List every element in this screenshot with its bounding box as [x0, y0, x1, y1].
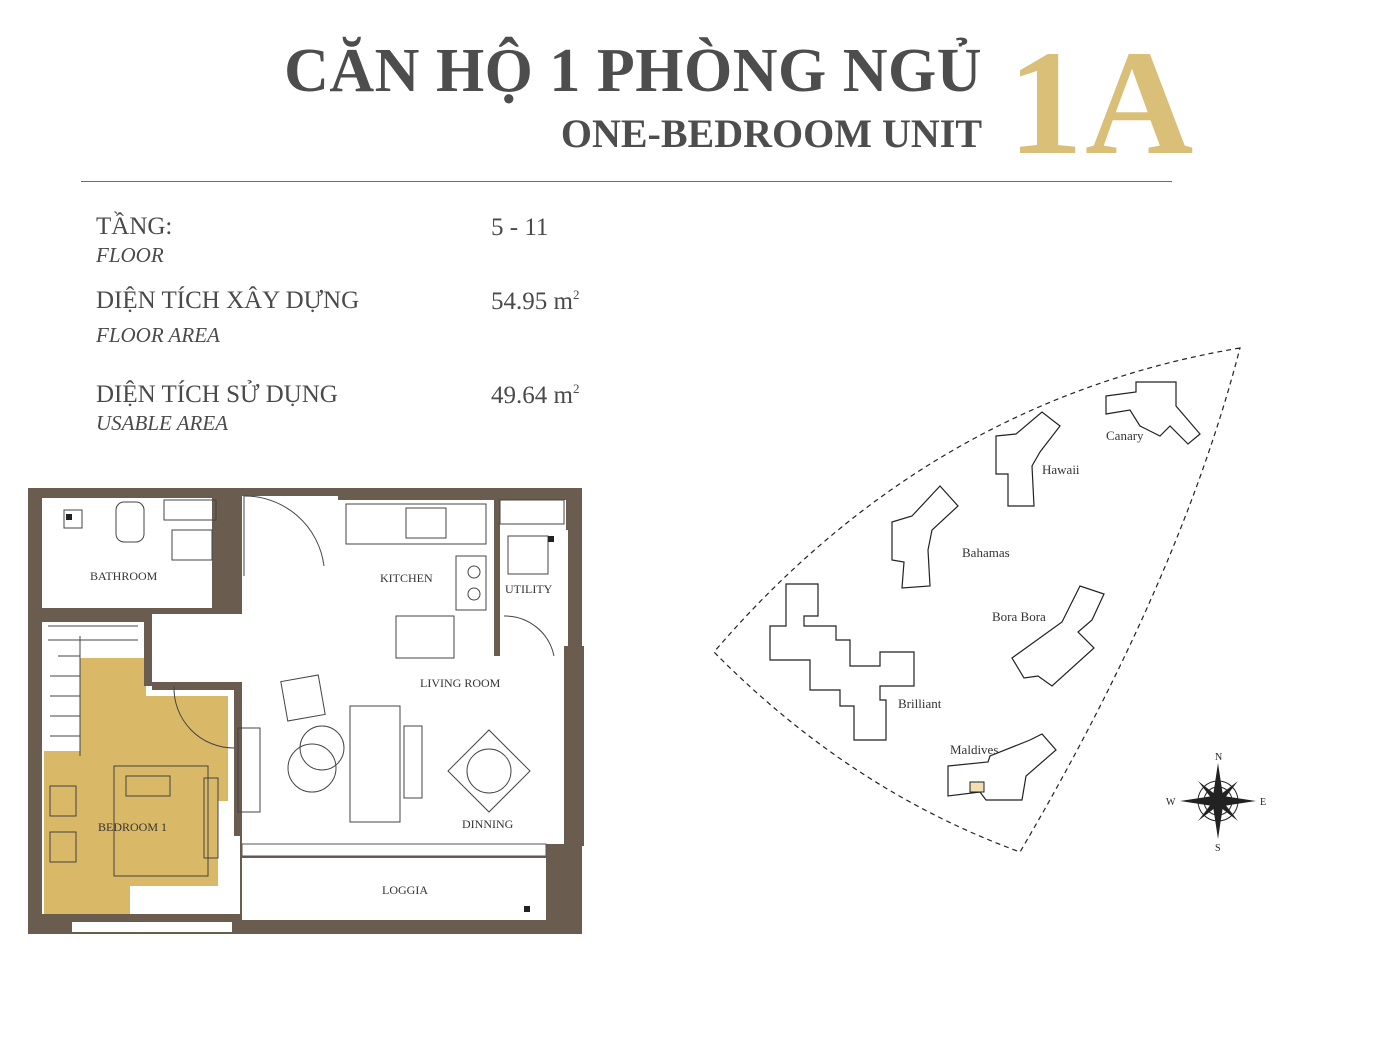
- spec-floor-value: 5 - 11: [491, 214, 549, 241]
- spec-floor-label: TẦNG:: [96, 213, 173, 240]
- floor-plan: BATHROOM KITCHEN UTILITY LIVING ROOM BED…: [28, 488, 584, 934]
- building-label-brilliant: Brilliant: [898, 696, 942, 711]
- spec-usable-area-sublabel: USABLE AREA: [96, 411, 229, 435]
- compass-north: N: [1215, 752, 1222, 763]
- site-boundary: [713, 347, 1241, 853]
- compass-rose: N S E W: [1166, 752, 1266, 854]
- bedroom-floor: [44, 658, 228, 914]
- room-label-utility: UTILITY: [505, 582, 553, 596]
- building-label-bahamas: Bahamas: [962, 545, 1010, 560]
- building-label-canary: Canary: [1106, 428, 1144, 443]
- site-map: Canary Hawaii Bahamas Bora Bora Brillian…: [713, 347, 1266, 854]
- building-label-bora-bora: Bora Bora: [992, 609, 1046, 624]
- unit-code: 1A: [1008, 20, 1196, 186]
- room-label-loggia: LOGGIA: [382, 883, 428, 897]
- page-title-vietnamese: CĂN HỘ 1 PHÒNG NGỦ: [284, 37, 982, 105]
- unit-location-highlight: [969, 781, 985, 793]
- spec-floor-area-sublabel: FLOOR AREA: [96, 323, 220, 347]
- room-label-bedroom: BEDROOM 1: [98, 820, 167, 834]
- building-brilliant: [769, 583, 915, 741]
- building-label-maldives: Maldives: [950, 742, 998, 757]
- building-bora-bora: [1011, 585, 1105, 687]
- building-bahamas: [891, 485, 959, 589]
- spec-floor-area-label: DIỆN TÍCH XÂY DỰNG: [96, 287, 360, 314]
- room-label-living-room: LIVING ROOM: [420, 676, 501, 690]
- compass-south: S: [1215, 843, 1221, 854]
- compass-west: W: [1166, 797, 1176, 808]
- building-canary: [1105, 381, 1201, 445]
- spec-usable-area-label: DIỆN TÍCH SỬ DỤNG: [96, 381, 338, 408]
- page-title-english: ONE-BEDROOM UNIT: [560, 111, 982, 156]
- header-divider: [81, 181, 1172, 182]
- room-label-bathroom: BATHROOM: [90, 569, 158, 583]
- spec-floor-area-value: 54.95 m2: [491, 287, 580, 315]
- spec-usable-area-value: 49.64 m2: [491, 381, 580, 409]
- room-label-kitchen: KITCHEN: [380, 571, 433, 585]
- compass-east: E: [1260, 797, 1266, 808]
- building-hawaii: [995, 411, 1061, 507]
- building-label-hawaii: Hawaii: [1042, 462, 1080, 477]
- room-label-dinning: DINNING: [462, 817, 514, 831]
- spec-floor-sublabel: FLOOR: [96, 243, 164, 267]
